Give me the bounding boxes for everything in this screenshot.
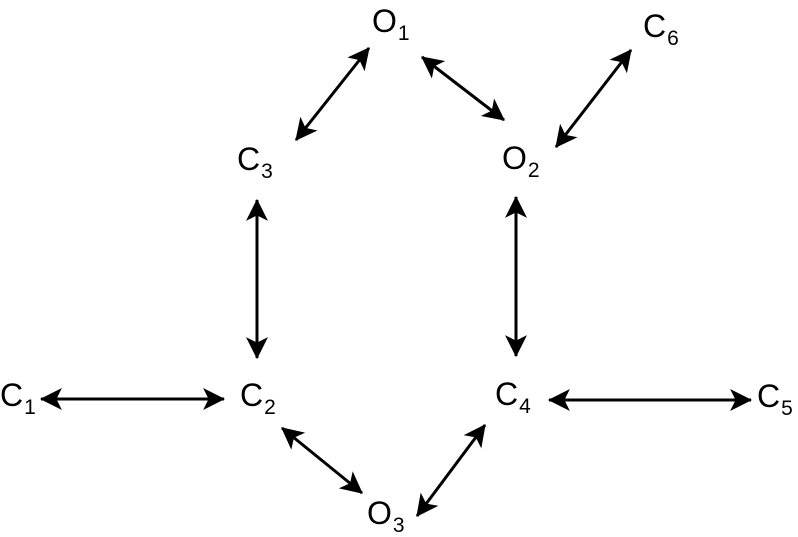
edge-o3-c4 — [415, 424, 487, 517]
node-o3: O3 — [367, 495, 405, 536]
node-c3-subscript: 3 — [261, 160, 273, 183]
node-c6: C6 — [643, 8, 679, 49]
node-c2-symbol: C — [240, 377, 264, 413]
node-c4-symbol: C — [495, 376, 519, 412]
node-o2-subscript: 2 — [527, 159, 540, 182]
node-o3-subscript: 3 — [392, 514, 405, 537]
node-o2: O2 — [502, 140, 540, 181]
edge-o1-o2 — [421, 55, 505, 122]
node-c4-subscript: 4 — [519, 395, 531, 418]
node-o1-symbol: O — [372, 3, 397, 39]
node-c4: C4 — [495, 376, 531, 417]
node-c1-symbol: C — [0, 377, 24, 413]
node-o1-subscript: 1 — [397, 22, 410, 45]
node-c2-subscript: 2 — [264, 396, 276, 419]
node-c6-symbol: C — [643, 8, 667, 44]
node-c6-subscript: 6 — [667, 27, 679, 50]
node-c3-symbol: C — [237, 141, 261, 177]
node-o3-symbol: O — [367, 495, 392, 531]
node-c2: C2 — [240, 377, 276, 418]
edge-c2-o3 — [281, 426, 363, 495]
node-o2-symbol: O — [502, 140, 527, 176]
node-c1-subscript: 1 — [24, 396, 36, 419]
node-c5: C5 — [757, 378, 793, 419]
node-c1: C1 — [0, 377, 36, 418]
edge-o2-c6 — [554, 49, 633, 148]
node-o1: O1 — [372, 3, 410, 44]
edge-group — [39, 47, 753, 517]
edge-c3-o1 — [294, 47, 371, 141]
node-c5-subscript: 5 — [781, 397, 793, 420]
node-c5-symbol: C — [757, 378, 781, 414]
node-c3: C3 — [237, 141, 273, 182]
